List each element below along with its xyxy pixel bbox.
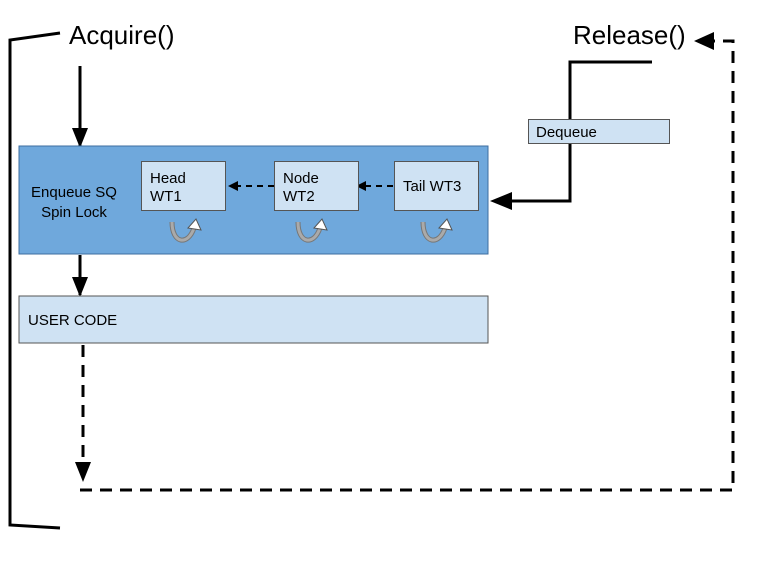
dequeue-label: Dequeue [536, 124, 597, 141]
tail-node: Tail WT3 [394, 161, 479, 211]
spin-loop-icon [169, 218, 202, 243]
spin-loop-icon [295, 218, 328, 243]
user-code-label: USER CODE [28, 312, 118, 329]
spin-loop-icon [420, 218, 453, 243]
release-loop-arrowhead [694, 32, 714, 50]
release-to-tail-arrowhead [490, 192, 512, 210]
release-label: Release() [573, 20, 686, 50]
acquire-label: Acquire() [69, 20, 175, 50]
release-loop-dashed [80, 39, 735, 492]
dequeue-box: Dequeue [528, 119, 670, 144]
head-node: Head WT1 [141, 161, 226, 211]
user-code-box [18, 295, 489, 344]
left-bracket [8, 31, 61, 530]
middle-node: Node WT2 [274, 161, 359, 211]
enqueue-label: Enqueue SQ Spin Lock [31, 184, 117, 221]
